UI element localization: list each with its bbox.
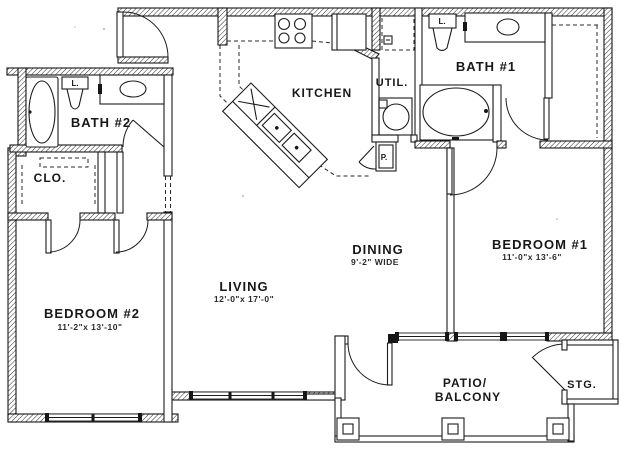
garden-tub bbox=[419, 84, 494, 141]
interior-walls bbox=[7, 7, 613, 423]
kitchen-label: KITCHEN bbox=[292, 86, 352, 100]
bedroom1-dims: 11'-0"x 13'-6" bbox=[502, 252, 562, 262]
util-label: UTIL. bbox=[376, 77, 409, 89]
bath1-door bbox=[505, 97, 550, 141]
bedroom2-label: BEDROOM #2 bbox=[44, 306, 140, 321]
dryer bbox=[381, 15, 415, 51]
scan-specks bbox=[74, 26, 619, 358]
living-window bbox=[189, 391, 307, 400]
dining-dims: 9'-2" WIDE bbox=[351, 257, 399, 267]
patio-door bbox=[347, 334, 398, 386]
railing-post bbox=[441, 417, 465, 441]
vanity-sink bbox=[98, 74, 165, 105]
bath2-fixtures bbox=[25, 74, 165, 148]
bedroom1-door bbox=[446, 147, 498, 196]
entry-door bbox=[116, 11, 169, 58]
bath1-fixtures bbox=[419, 12, 600, 141]
bath2-label: BATH #2 bbox=[71, 115, 131, 130]
storage-room bbox=[561, 339, 619, 405]
walkin-closet-shelving bbox=[552, 24, 600, 138]
living-label: LIVING bbox=[219, 279, 268, 294]
pantry-door bbox=[358, 145, 377, 170]
toilet bbox=[61, 76, 89, 110]
dining-window bbox=[395, 332, 449, 341]
pantry bbox=[375, 141, 397, 172]
stg-label: STG. bbox=[567, 379, 597, 391]
kitchen-island-sink bbox=[221, 82, 329, 189]
living-dims: 12'-0"x 17'-0" bbox=[214, 294, 274, 304]
toilet bbox=[428, 13, 457, 52]
bedroom2-window bbox=[45, 413, 142, 422]
patio-railing bbox=[334, 397, 575, 443]
patio-label-line1: PATIO/ bbox=[443, 376, 487, 390]
bath1-lavatory-label: L. bbox=[438, 17, 445, 26]
pantry-label: P. bbox=[381, 153, 388, 162]
bathtub bbox=[25, 76, 59, 148]
room-labels: BATH #2 CLO. L. KITCHEN UTIL. P. BATH #1… bbox=[34, 17, 597, 404]
windows bbox=[45, 332, 549, 422]
bedroom1-windows bbox=[454, 332, 549, 341]
kitchen-fixtures bbox=[219, 13, 397, 189]
closet-door bbox=[45, 219, 81, 254]
utility-fixtures bbox=[378, 15, 415, 136]
washer bbox=[378, 97, 413, 136]
railing-post bbox=[546, 417, 570, 441]
closet-shelving bbox=[21, 157, 96, 205]
patio-label-line2: BALCONY bbox=[435, 390, 501, 404]
bath1-label: BATH #1 bbox=[456, 59, 516, 74]
refrigerator bbox=[331, 13, 367, 51]
bedroom1-label: BEDROOM #1 bbox=[492, 237, 588, 252]
bath2-door bbox=[122, 119, 165, 148]
vanity-sink bbox=[463, 12, 546, 43]
stove bbox=[274, 13, 313, 49]
bedroom2-door bbox=[113, 219, 149, 254]
storage-door bbox=[531, 343, 566, 391]
railing-post bbox=[336, 417, 360, 441]
dining-label: DINING bbox=[352, 242, 404, 257]
bath2-lavatory-label: L. bbox=[71, 79, 78, 88]
clo-label: CLO. bbox=[34, 171, 67, 185]
bedroom2-dims: 11'-2"x 13'-10" bbox=[58, 322, 123, 332]
